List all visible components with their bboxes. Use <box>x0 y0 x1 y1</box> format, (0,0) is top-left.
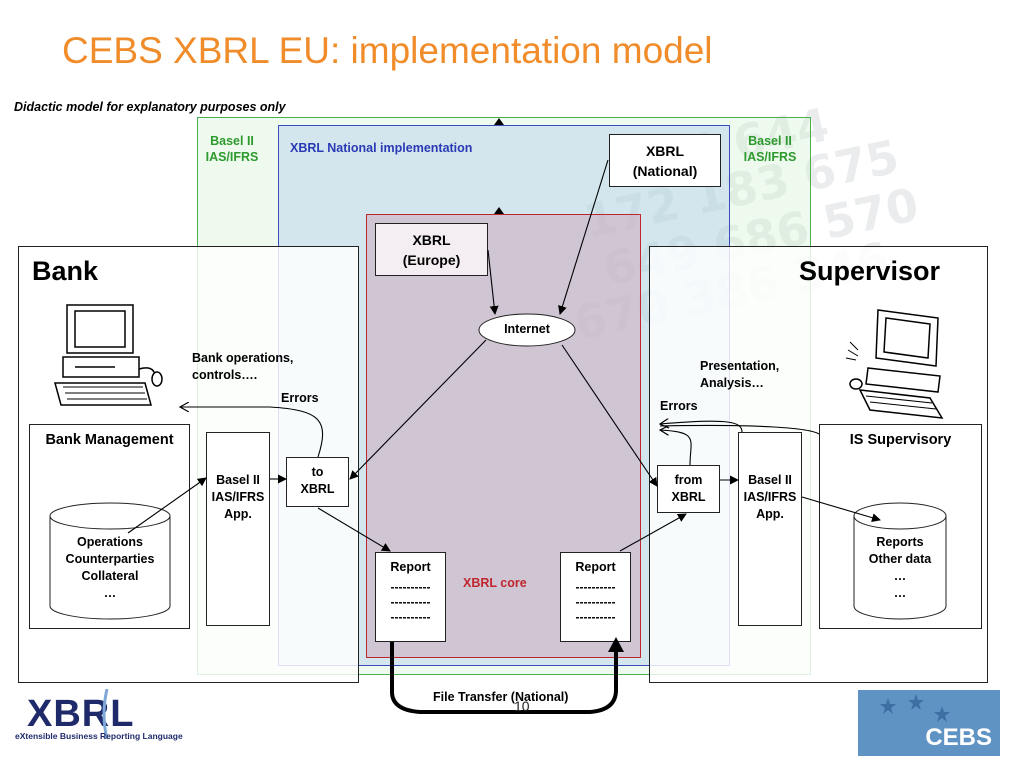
xbrl-logo-word: XBRL <box>27 693 135 735</box>
cebs-logo: CEBS <box>858 690 1000 756</box>
internet-ellipse <box>478 313 576 347</box>
page-title: CEBS XBRL EU: implementation model <box>62 30 713 71</box>
xbrl-logo: XBRL eXtensible Business Reporting Langu… <box>15 689 183 745</box>
bank-title: Bank <box>32 256 99 286</box>
xbrl-core-zone-label: XBRL core <box>463 576 527 590</box>
cebs-stars-icon <box>880 694 950 722</box>
supervisor-title: Supervisor <box>799 256 941 286</box>
cebs-logo-text: CEBS <box>925 724 992 751</box>
xbrl-national-box: XBRL(National) <box>609 134 721 187</box>
xbrl-national-zone-label: XBRL National implementation <box>290 141 473 155</box>
report-right: Report ---------- ---------- ---------- <box>560 552 631 642</box>
bank-errors-label: Errors <box>281 391 319 405</box>
page-number: 10 <box>514 698 530 714</box>
xbrl-logo-tagline: eXtensible Business Reporting Language <box>15 731 183 741</box>
internet-label: Internet <box>504 322 550 336</box>
bank-management-label: Bank Management <box>45 432 174 448</box>
xbrl-europe-box: XBRL(Europe) <box>375 223 488 276</box>
didactic-note: Didactic model for explanatory purposes … <box>14 100 286 114</box>
xbrl-logo-swoosh-icon <box>102 689 109 739</box>
bank-computer-icon <box>54 304 163 406</box>
supervisor-database-cylinder <box>853 502 947 620</box>
file-transfer-arrow <box>390 642 618 714</box>
file-transfer-label: File Transfer (National) <box>433 690 569 704</box>
supervisor-errors-label: Errors <box>660 399 698 413</box>
supervisor-computer-icon <box>845 309 944 419</box>
bank-database-cylinder <box>49 502 171 620</box>
bank-operations-note: Bank operations,controls…. <box>192 351 294 382</box>
is-supervisory-label: IS Supervisory <box>849 432 952 448</box>
report-left: Report ---------- ---------- ---------- <box>375 552 446 642</box>
presentation-note: Presentation,Analysis… <box>700 359 780 390</box>
